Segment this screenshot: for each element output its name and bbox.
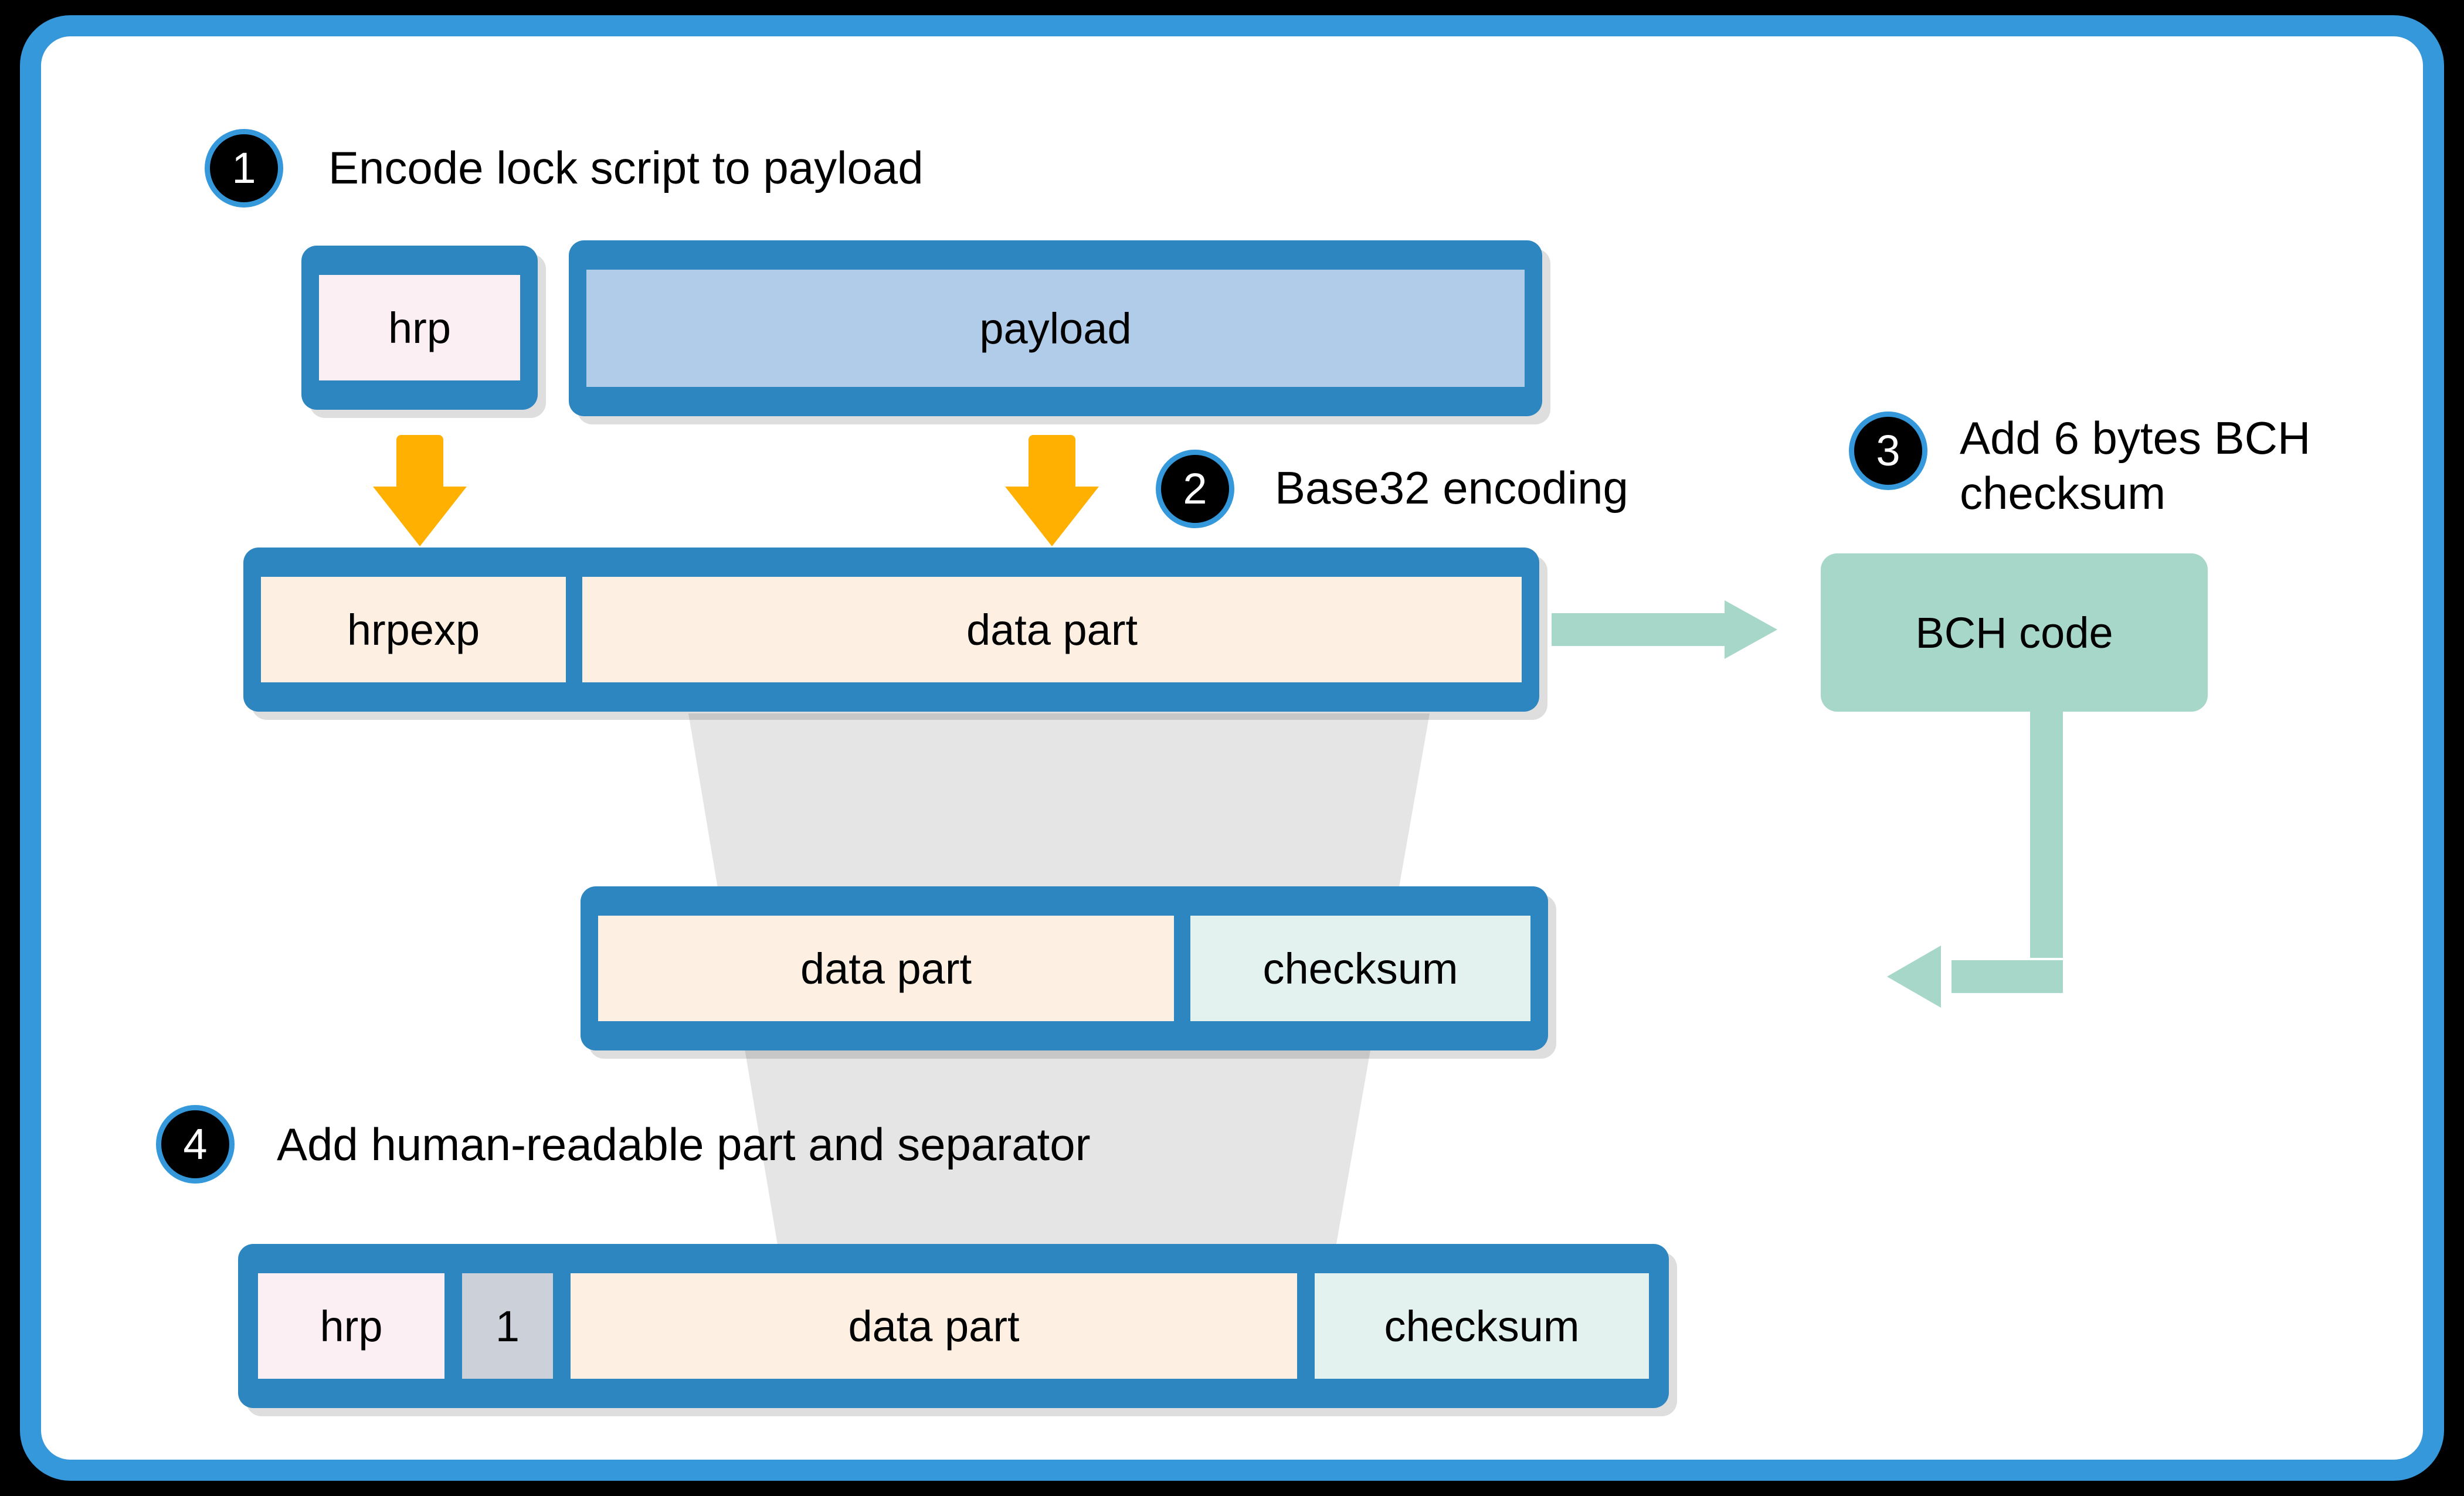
step-badge-2: 2 — [1156, 450, 1234, 528]
step-badge-3: 3 — [1849, 412, 1927, 490]
arrow-down-icon-hrp — [373, 435, 467, 546]
step-badge-1: 1 — [205, 129, 283, 208]
step-label-2: Base32 encoding — [1275, 462, 1628, 514]
step-label-1: Encode lock script to payload — [328, 142, 924, 193]
cell-separator-row4: 1 — [462, 1273, 553, 1379]
cell-checksum-row4: checksum — [1315, 1273, 1649, 1379]
cell-data-part-row3: data part — [598, 916, 1174, 1021]
arrow-down-icon-payload — [1005, 435, 1099, 546]
step-badge-4: 4 — [156, 1105, 235, 1184]
cell-checksum-row3: checksum — [1190, 916, 1530, 1021]
cell-hrp-row4: hrp — [258, 1273, 444, 1379]
arrow-right-icon-to-bch — [1552, 600, 1780, 659]
step-label-3: Add 6 bytes BCH checksum — [1960, 412, 2311, 519]
cell-hrpexp: hrpexp — [261, 577, 566, 682]
bch-code-label: BCH code — [1915, 608, 2113, 657]
arrow-elbow-down-left-icon — [1887, 712, 2063, 1008]
cell-hrp: hrp — [319, 275, 520, 380]
cell-data-part-row4: data part — [571, 1273, 1297, 1379]
cell-payload: payload — [586, 270, 1525, 387]
diagram-frame: 1 Encode lock script to payload hrp payl… — [20, 15, 2444, 1481]
row4-final-address-box: hrp 1 data part checksum — [238, 1244, 1669, 1408]
bch-code-box: BCH code — [1821, 553, 2208, 712]
row1-payload-box: payload — [569, 240, 1542, 416]
cell-data-part-row2: data part — [582, 577, 1522, 682]
row2-hrpexp-datapart-box: hrpexp data part — [243, 548, 1539, 712]
row1-hrp-box: hrp — [301, 246, 538, 410]
step-label-4: Add human-readable part and separator — [277, 1118, 1091, 1170]
row3-datapart-checksum-box: data part checksum — [581, 886, 1548, 1050]
